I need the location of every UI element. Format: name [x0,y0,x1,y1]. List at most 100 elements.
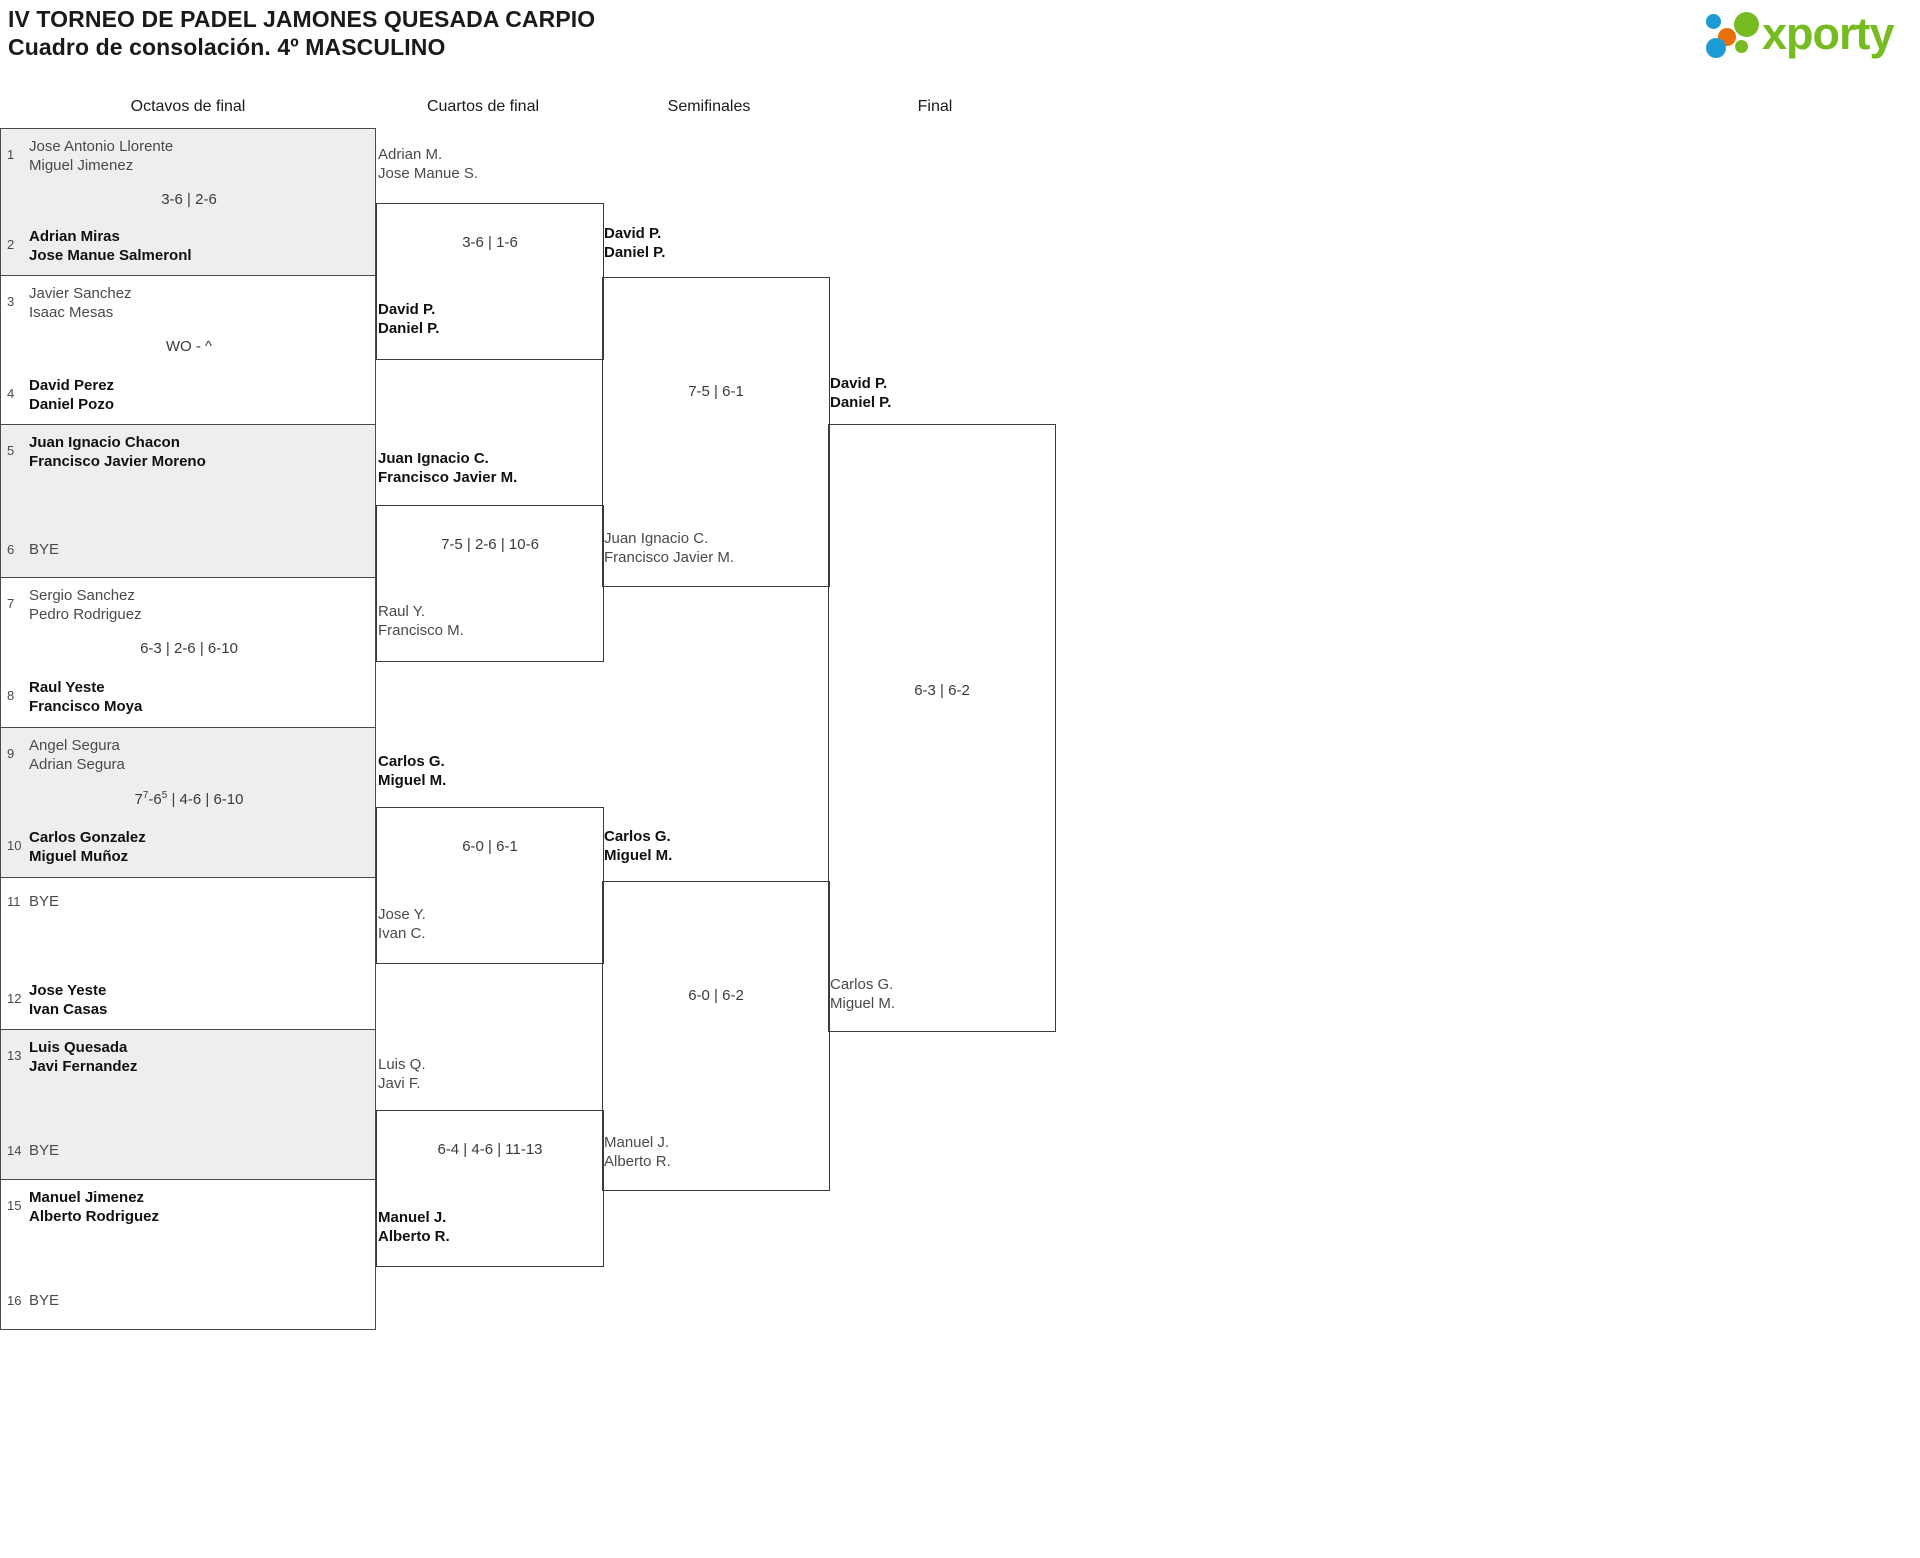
match-score: 6-3 | 6-2 [914,682,970,699]
team-name: BYE [29,1292,60,1309]
match-score: 6-0 | 6-2 [688,987,744,1004]
seed-number: 15 [7,1198,22,1213]
score-set1-games: 7 [134,791,143,808]
team-name: David P. [830,375,888,392]
logo-dot-green-small [1735,40,1748,53]
team-name: Carlos G. [604,828,671,845]
logo-dot-green-large [1734,12,1759,37]
team-name: Alberto Rodriguez [29,1208,159,1225]
team-name: Francisco Javier Moreno [29,453,206,470]
seed-number: 16 [7,1293,22,1308]
team-name: Miguel Muñoz [29,848,129,865]
xporty-logo[interactable]: xporty [1706,6,1906,64]
score-set1-opp-games: -6 [148,791,162,808]
match-score: WO - ^ [165,338,213,355]
tournament-title: IV TORNEO DE PADEL JAMONES QUESADA CARPI… [8,6,596,32]
team-name: Javi Fernandez [29,1058,138,1075]
team-name: Daniel Pozo [29,396,115,413]
seed-number: 3 [7,294,15,309]
team-name: Isaac Mesas [29,304,114,321]
team-name: Manuel J. [378,1209,447,1226]
team-name: Jose Manue Salmeronl [29,247,192,264]
r16-match[interactable]: 15 Manuel Jimenez Alberto Rodriguez 16 B… [0,1179,376,1330]
team-name: David P. [604,225,662,242]
team-name: Ivan Casas [29,1001,108,1018]
logo-dot-blue-bottom [1706,38,1726,58]
team-name: David Perez [29,377,115,394]
team-name: Adrian Segura [29,756,125,773]
qf-connector-box [376,505,604,662]
logo-wordmark: xporty [1762,8,1895,59]
match-score: 3-6 | 2-6 [161,191,217,208]
team-name: Miguel M. [604,847,673,864]
seed-number: 9 [7,746,15,761]
team-name: Juan Ignacio C. [378,450,489,467]
round-header-octavos: Octavos de final [130,98,246,115]
r16-match[interactable]: 5 Juan Ignacio Chacon Francisco Javier M… [0,424,376,577]
title-block: IV TORNEO DE PADEL JAMONES QUESADA CARPI… [8,5,595,61]
r16-match[interactable]: 9 Angel Segura Adrian Segura 77-65 | 4-6… [0,727,376,877]
seed-number: 6 [7,542,15,557]
team-name: Juan Ignacio C. [604,530,709,547]
round-header-semifinales: Semifinales [667,98,751,115]
team-name: Miguel M. [830,995,896,1012]
team-name: Javier Sanchez [29,285,132,302]
team-name: Ivan C. [378,925,426,942]
match-score: 7-5 | 6-1 [688,383,744,400]
team-name: Javi F. [378,1075,421,1092]
seed-number: 14 [7,1143,22,1158]
team-name: Carlos G. [830,976,894,993]
round-header-cuartos: Cuartos de final [426,98,540,115]
logo-dot-blue-top [1706,14,1721,29]
team-name: Francisco Javier M. [378,469,518,486]
team-name: Raul Yeste [29,679,105,696]
seed-number: 13 [7,1048,22,1063]
r16-match[interactable]: 13 Luis Quesada Javi Fernandez 14 BYE [0,1029,376,1179]
sf-connector-box [602,277,830,587]
team-name: Manuel Jimenez [29,1189,145,1206]
final-connector-box [828,424,1056,1032]
team-name: BYE [29,893,60,910]
r16-match[interactable]: 1 Jose Antonio Llorente Miguel Jimenez 3… [0,128,376,275]
team-name: Carlos G. [378,753,445,770]
seed-number: 10 [7,838,22,853]
match-score: 3-6 | 1-6 [462,234,518,251]
page-header: IV TORNEO DE PADEL JAMONES QUESADA CARPI… [0,0,1920,80]
team-name: Alberto R. [378,1228,450,1245]
team-name: David P. [378,301,436,318]
team-name: Alberto R. [604,1153,671,1170]
team-name: Raul Y. [378,603,425,620]
team-name: Carlos Gonzalez [29,829,146,846]
team-name: Adrian M. [378,146,443,163]
team-name: Francisco M. [378,622,464,639]
match-score: 6-3 | 2-6 | 6-10 [140,640,238,657]
r16-match[interactable]: 7 Sergio Sanchez Pedro Rodriguez 6-3 | 2… [0,577,376,727]
seed-number: 5 [7,443,15,458]
match-score: 7-5 | 2-6 | 10-6 [441,536,539,553]
match-score: 77-65 | 4-6 | 6-10 [29,790,349,808]
seed-number: 2 [7,237,15,252]
r16-match[interactable]: 3 Javier Sanchez Isaac Mesas WO - ^ 4 Da… [0,275,376,424]
score-set1-tiebreak: 7 [142,790,149,801]
round-header-final: Final [917,98,953,115]
logo-dots-icon [1706,12,1762,58]
sf-connector-box [602,881,830,1191]
team-name: BYE [29,1142,60,1159]
match-score: 6-0 | 6-1 [462,838,518,855]
qf-connector-box [376,1110,604,1267]
score-set1-opp-tiebreak: 5 [161,790,168,801]
team-name: Francisco Javier M. [604,549,735,566]
team-name: Jose Antonio Llorente [29,138,174,155]
match-score: 6-4 | 4-6 | 11-13 [437,1141,543,1158]
team-name: BYE [29,541,60,558]
team-name: Daniel P. [378,320,440,337]
team-name: Miguel Jimenez [29,157,134,174]
team-name: Juan Ignacio Chacon [29,434,180,451]
team-name: Jose Yeste [29,982,107,999]
team-name: Pedro Rodriguez [29,606,142,623]
team-name: Jose Manue S. [378,165,479,182]
r16-match[interactable]: 11 BYE 12 Jose Yeste Ivan Casas [0,877,376,1029]
seed-number: 1 [7,147,15,162]
seed-number: 11 [7,894,21,909]
